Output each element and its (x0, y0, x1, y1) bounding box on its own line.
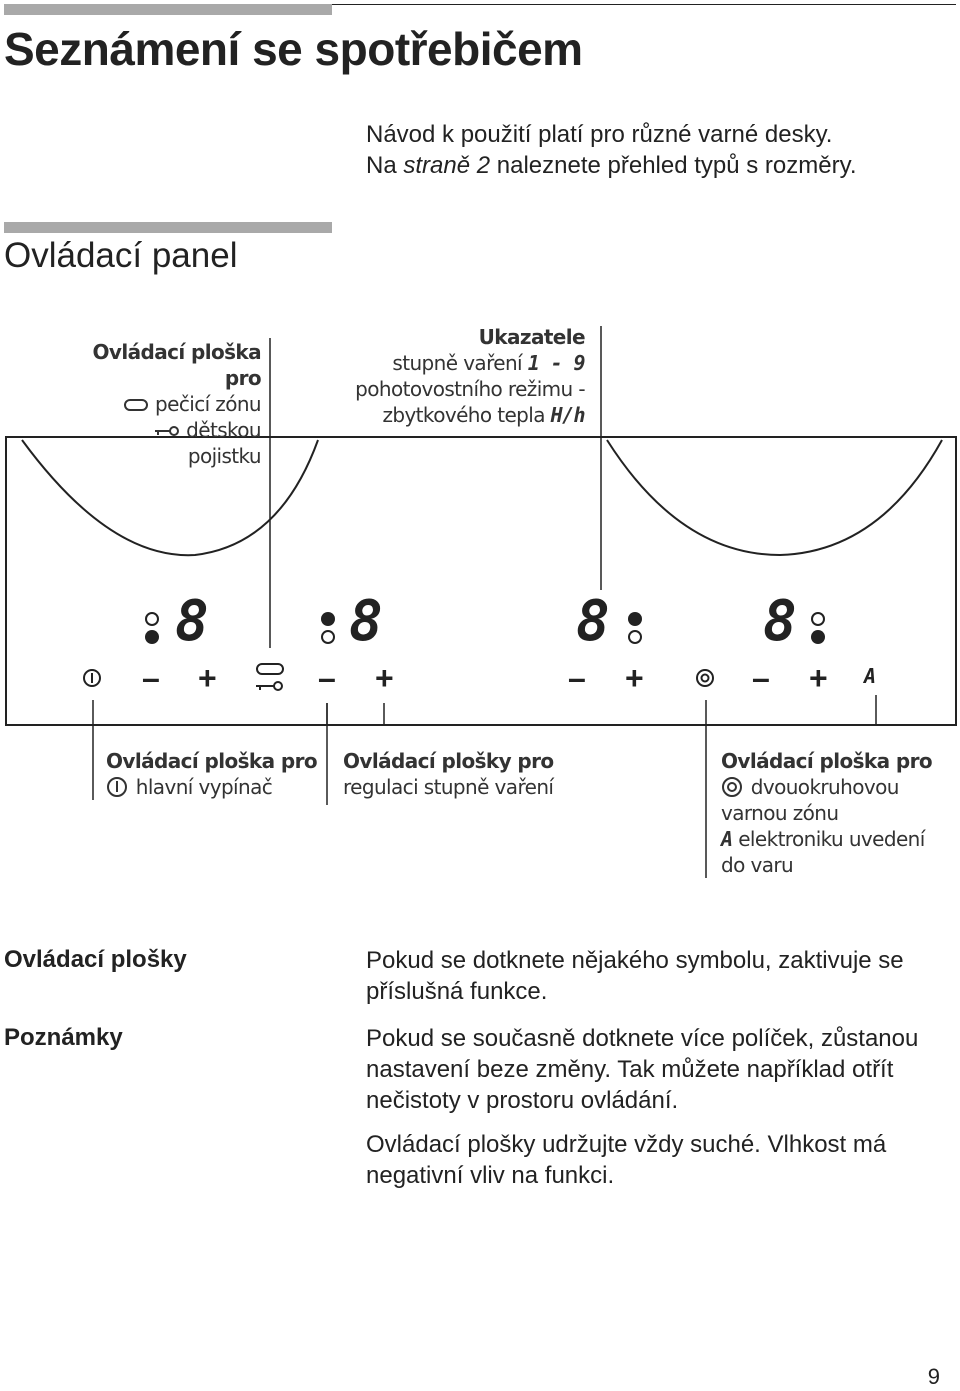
callout-dual-zone: Ovládací ploška pro dvouokruhovou varnou… (721, 749, 933, 877)
callout-cooking-level: Ovládací plošky pro regulaci stupně vaře… (343, 749, 554, 799)
display-digit: 8 (175, 589, 209, 654)
intro-line-2: Na straně 2 naleznete přehled typů s roz… (366, 152, 857, 179)
plus-button[interactable]: + (809, 660, 828, 696)
indicator-dot-open (321, 630, 335, 644)
callout-title: Ukazatele (478, 325, 586, 349)
indicator-dot-open (145, 612, 159, 626)
cooking-zone-left-arc (21, 439, 319, 557)
indicator-dot-filled (811, 630, 825, 644)
power-icon (83, 669, 101, 687)
minus-button[interactable]: – (752, 660, 770, 696)
plus-button[interactable]: + (375, 660, 394, 696)
indicator-dot-open (811, 612, 825, 626)
dual-zone-icon (722, 777, 742, 797)
page-title: Seznámení se spotřebičem (4, 23, 583, 75)
minus-button[interactable]: – (142, 660, 160, 696)
plus-button[interactable]: + (198, 660, 217, 696)
section-title: Ovládací panel (4, 236, 238, 275)
page-number: 9 (927, 1364, 940, 1389)
minus-button[interactable]: – (318, 660, 336, 696)
plus-button[interactable]: + (625, 660, 644, 696)
label-control-surfaces: Ovládací plošky (4, 946, 187, 973)
auto-boil-button[interactable]: A (864, 664, 877, 688)
level-range-symbol: 1 - 9 (527, 351, 586, 375)
text-control-surfaces: Pokud se dotknete nějakého symbolu, zakt… (366, 947, 904, 1005)
auto-boil-symbol: A (721, 827, 733, 851)
callout-indicators: Ukazatele stupně vaření 1 - 9 pohotovost… (340, 324, 585, 428)
indicator-dot-filled (628, 612, 642, 626)
header-bar (4, 4, 332, 15)
callout-line-child-lock: dětskou pojistku (80, 417, 262, 469)
display-digit: 8 (576, 589, 610, 654)
callout-title: Ovládací plošky pro (343, 749, 554, 773)
minus-button[interactable]: – (568, 660, 586, 696)
dual-zone-icon (696, 669, 714, 687)
display-digit: 8 (763, 589, 797, 654)
section-bar (4, 222, 332, 233)
label-notes: Poznámky (4, 1024, 123, 1051)
callout-line-baking: pečicí zónu (80, 391, 262, 417)
residual-heat-symbol: H/h (550, 403, 586, 427)
key-icon (155, 426, 180, 436)
callout-title: Ovládací ploška pro (721, 749, 933, 773)
indicator-dot-filled (321, 612, 335, 626)
baking-zone-child-lock-icon (256, 663, 284, 691)
baking-zone-icon (124, 399, 149, 411)
callout-title: Ovládací ploška pro (92, 340, 262, 390)
text-notes-1: Pokud se současně dotknete více políček,… (366, 1025, 919, 1114)
indicator-dot-filled (145, 630, 159, 644)
indicator-dot-open (628, 630, 642, 644)
page-reference: straně 2 (403, 152, 491, 179)
display-digit: 8 (349, 589, 383, 654)
header-rule (332, 4, 956, 5)
cooking-zone-right-arc (606, 439, 943, 557)
intro-text: Návod k použití platí pro různé varné de… (366, 119, 857, 181)
intro-line-1: Návod k použití platí pro různé varné de… (366, 121, 833, 148)
callout-title: Ovládací ploška pro (106, 749, 318, 773)
control-panel-outline (5, 436, 957, 726)
text-notes-2: Ovládací plošky udržujte vždy suché. Vlh… (366, 1131, 887, 1189)
power-icon (107, 777, 127, 797)
callout-main-switch: Ovládací ploška pro hlavní vypínač (106, 749, 318, 799)
callout-baking-zone: Ovládací ploška pro pečicí zónu dětskou … (80, 339, 262, 469)
